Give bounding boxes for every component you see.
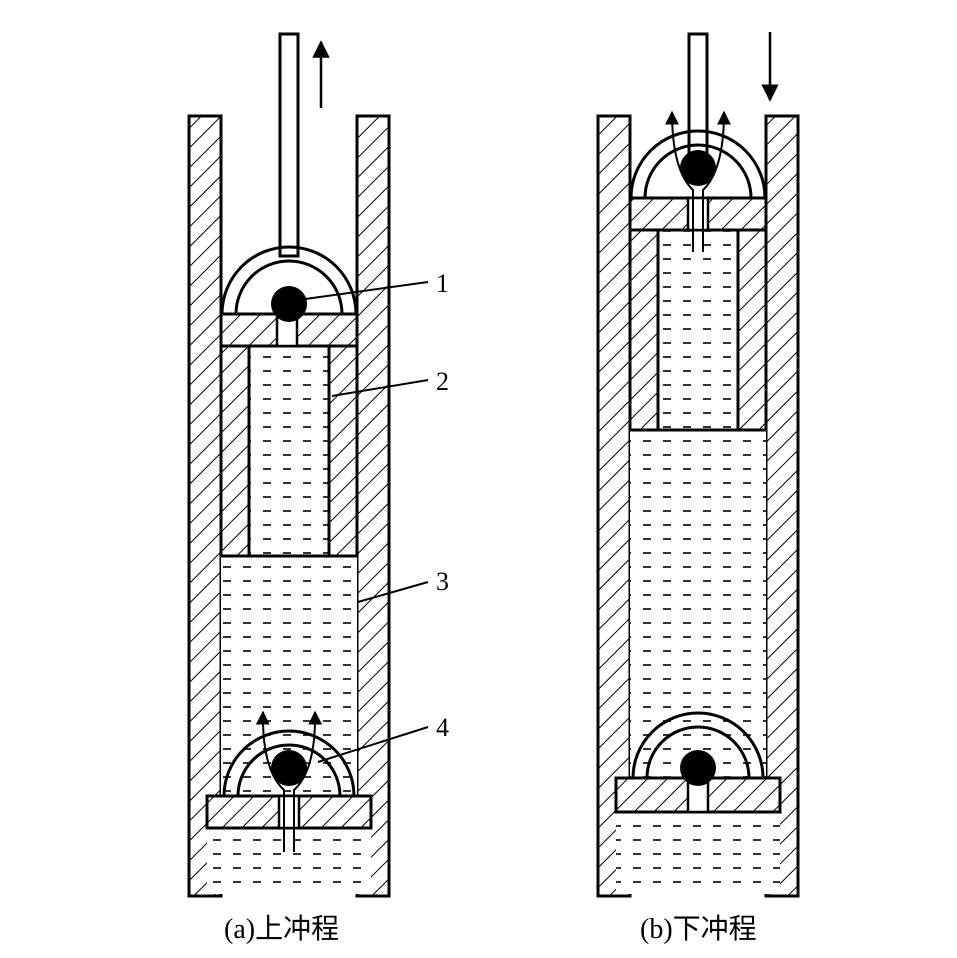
plunger-wall-left-a — [219, 344, 251, 558]
traveling-valve-ball-a — [271, 286, 307, 322]
well-liquid-a — [207, 828, 371, 894]
sucker-rod-a — [278, 32, 300, 258]
leader-2 — [331, 379, 429, 397]
up-stroke-assembly: 1 2 3 4 (a)上冲程 — [187, 32, 449, 945]
plunger-wall-left-b — [628, 228, 660, 432]
label-part-1: 1 — [436, 269, 449, 298]
label-part-3: 3 — [436, 567, 449, 596]
leader-1 — [297, 281, 429, 301]
label-part-2: 2 — [436, 367, 449, 396]
sucker-rod-b — [687, 32, 709, 160]
plunger-wall-right-a — [327, 344, 359, 558]
barrel-wall-right-b — [764, 114, 800, 898]
well-liquid-b — [616, 812, 780, 894]
leader-4 — [317, 726, 429, 763]
caption-up-stroke: (a)上冲程 — [224, 913, 339, 945]
label-part-4: 4 — [436, 713, 449, 742]
barrel-wall-right-a — [355, 114, 391, 898]
plunger-liquid-a — [247, 344, 331, 558]
barrel-wall-left-a — [187, 114, 223, 898]
plunger-wall-right-b — [736, 228, 768, 432]
standing-valve-ball-a — [271, 750, 307, 786]
standing-valve-ball-b — [680, 750, 716, 786]
barrel-wall-left-b — [596, 114, 632, 898]
traveling-valve-ball-b — [680, 150, 716, 186]
down-stroke-assembly: (b)下冲程 — [596, 32, 800, 945]
leader-3 — [357, 581, 429, 603]
plunger-liquid-b — [656, 228, 740, 432]
chamber-liquid-b — [630, 430, 766, 778]
caption-down-stroke: (b)下冲程 — [640, 913, 757, 945]
